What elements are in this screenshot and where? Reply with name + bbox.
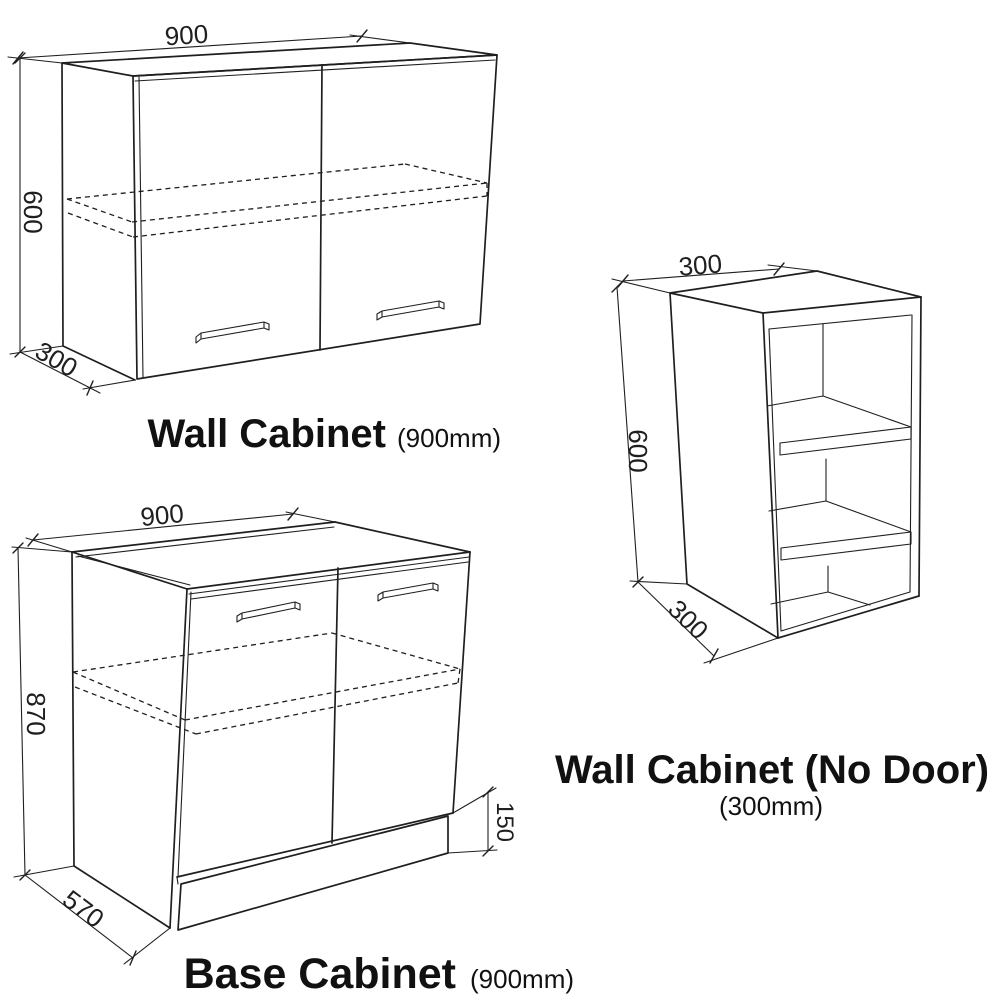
- base-cabinet-carcass: [71, 521, 471, 931]
- base-cabinet-subtitle: (900mm): [470, 964, 574, 994]
- open-depth-dim: 300: [662, 594, 714, 646]
- wall-cabinet-title: Wall Cabinet: [147, 412, 386, 456]
- base-cabinet-title: Base Cabinet: [184, 950, 456, 998]
- wall-cabinet-subtitle: (900mm): [397, 423, 501, 453]
- shelf: [768, 500, 912, 561]
- base-cabinet-shelf-hidden-lines: [72, 632, 461, 735]
- base-height-dim: 870: [21, 692, 51, 735]
- open-cabinet-shelves: [766, 395, 912, 606]
- door-handle-icon: [377, 582, 439, 602]
- base-plinth-dim: 150: [491, 802, 518, 842]
- wall-height-dim: 600: [18, 190, 48, 233]
- open-height-dim: 600: [623, 429, 653, 472]
- open-cabinet-drawing: 300 600 300 Wall Cabinet (No Door) (300m…: [555, 248, 989, 821]
- wall-cabinet-carcass: [61, 42, 498, 381]
- base-width-dim: 900: [139, 498, 185, 532]
- base-depth-dim: 570: [57, 884, 110, 934]
- wall-cabinet-dimensions: 900 600 300: [7, 19, 411, 396]
- door-handle-icon: [376, 300, 445, 321]
- open-cabinet-title: Wall Cabinet (No Door): [555, 748, 989, 792]
- wall-width-dim: 900: [164, 19, 209, 52]
- door-handle-icon: [236, 601, 301, 623]
- wall-cabinet-door-handles: [195, 300, 445, 344]
- cabinet-floor: [770, 591, 871, 606]
- open-cabinet-carcass: [669, 270, 922, 639]
- wall-depth-dim: 300: [30, 335, 83, 383]
- base-cabinet-dimensions: 900 870 570 150: [11, 498, 518, 966]
- base-cabinet-door-handles: [236, 582, 439, 623]
- shelf: [766, 395, 912, 456]
- wall-cabinet-drawing: 900 600 300 Wall Cabinet (900mm): [7, 19, 501, 456]
- open-width-dim: 300: [677, 248, 723, 281]
- door-handle-icon: [195, 321, 270, 344]
- open-cabinet-subtitle: (300mm): [719, 791, 823, 821]
- wall-cabinet-shelf-hidden-lines: [66, 163, 488, 238]
- base-cabinet-drawing: 900 870 570 150 Base Cabinet (900mm): [11, 498, 574, 998]
